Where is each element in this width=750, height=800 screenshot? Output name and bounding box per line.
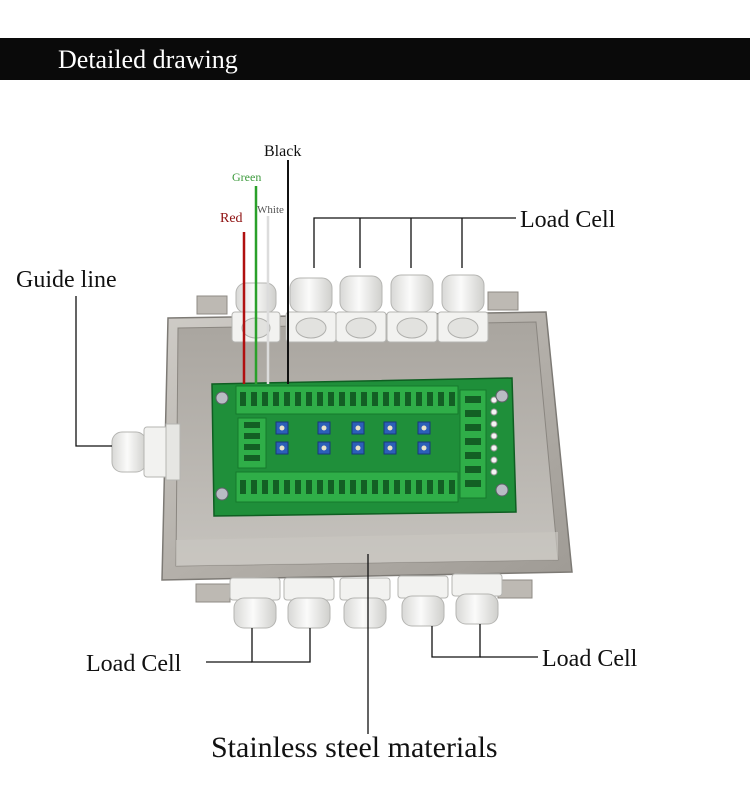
material-label: Stainless steel materials xyxy=(211,731,498,764)
white-wire-label: White xyxy=(257,204,284,216)
cable-gland xyxy=(451,573,503,625)
side-cable-gland xyxy=(111,423,181,481)
callout-lines xyxy=(75,217,538,734)
circuit-board xyxy=(211,377,517,517)
cable-gland xyxy=(285,277,337,343)
top-cable-glands xyxy=(231,274,489,343)
mounting-tabs xyxy=(195,291,533,603)
red-wire-label: Red xyxy=(220,211,243,226)
guide-line-label: Guide line xyxy=(16,267,117,293)
load-cell-bottom-left-label: Load Cell xyxy=(86,651,182,677)
cable-gland xyxy=(397,575,449,627)
header-bar: Detailed drawing xyxy=(0,38,750,80)
page-title: Detailed drawing xyxy=(58,45,238,74)
cable-gland xyxy=(339,577,391,629)
cable-gland xyxy=(335,275,387,343)
black-wire-label: Black xyxy=(264,143,301,160)
wire-leaders xyxy=(242,160,289,384)
cable-gland xyxy=(283,577,335,629)
cable-gland xyxy=(229,577,281,629)
green-wire-label: Green xyxy=(232,170,261,184)
cable-gland xyxy=(437,274,489,343)
cable-gland xyxy=(386,274,438,343)
load-cell-bottom-right-label: Load Cell xyxy=(542,646,638,672)
bottom-cable-glands xyxy=(229,573,503,629)
load-cell-top-label: Load Cell xyxy=(520,207,616,233)
